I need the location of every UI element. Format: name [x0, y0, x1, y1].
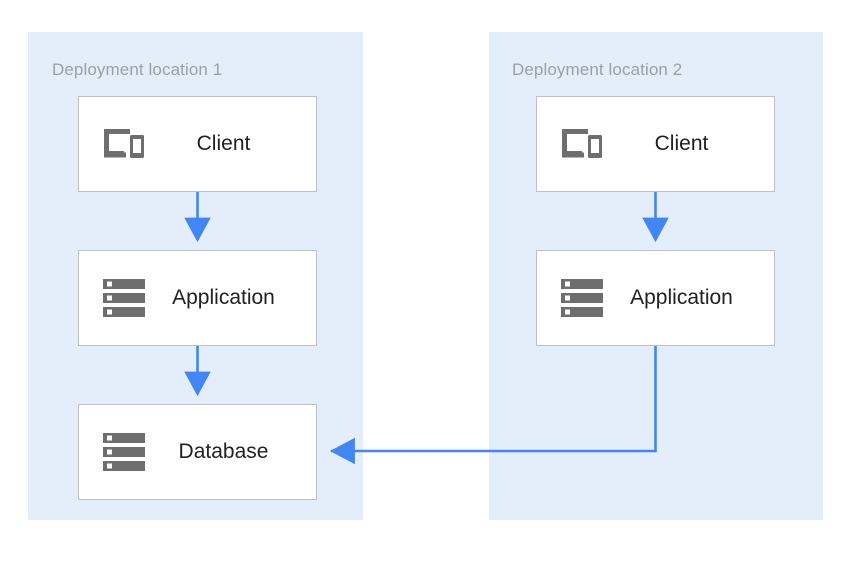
node-client-1-label: Client	[196, 132, 251, 155]
node-application-2[interactable]: Application	[536, 250, 775, 346]
deployment-zone-2-label: Deployment location 2	[512, 60, 683, 79]
node-application-1-label: Application	[172, 286, 275, 309]
server-icon	[559, 275, 605, 321]
node-database-1[interactable]: Database	[78, 404, 317, 500]
devices-icon	[101, 121, 147, 167]
node-application-2-label: Application	[630, 286, 733, 309]
node-application-1[interactable]: Application	[78, 250, 317, 346]
node-client-2[interactable]: Client	[536, 96, 775, 192]
deployment-zone-1-label: Deployment location 1	[52, 60, 223, 79]
node-database-1-label: Database	[178, 440, 269, 463]
server-icon	[101, 429, 147, 475]
server-icon	[101, 275, 147, 321]
devices-icon	[559, 121, 605, 167]
node-client-2-label: Client	[654, 132, 709, 155]
node-client-1[interactable]: Client	[78, 96, 317, 192]
